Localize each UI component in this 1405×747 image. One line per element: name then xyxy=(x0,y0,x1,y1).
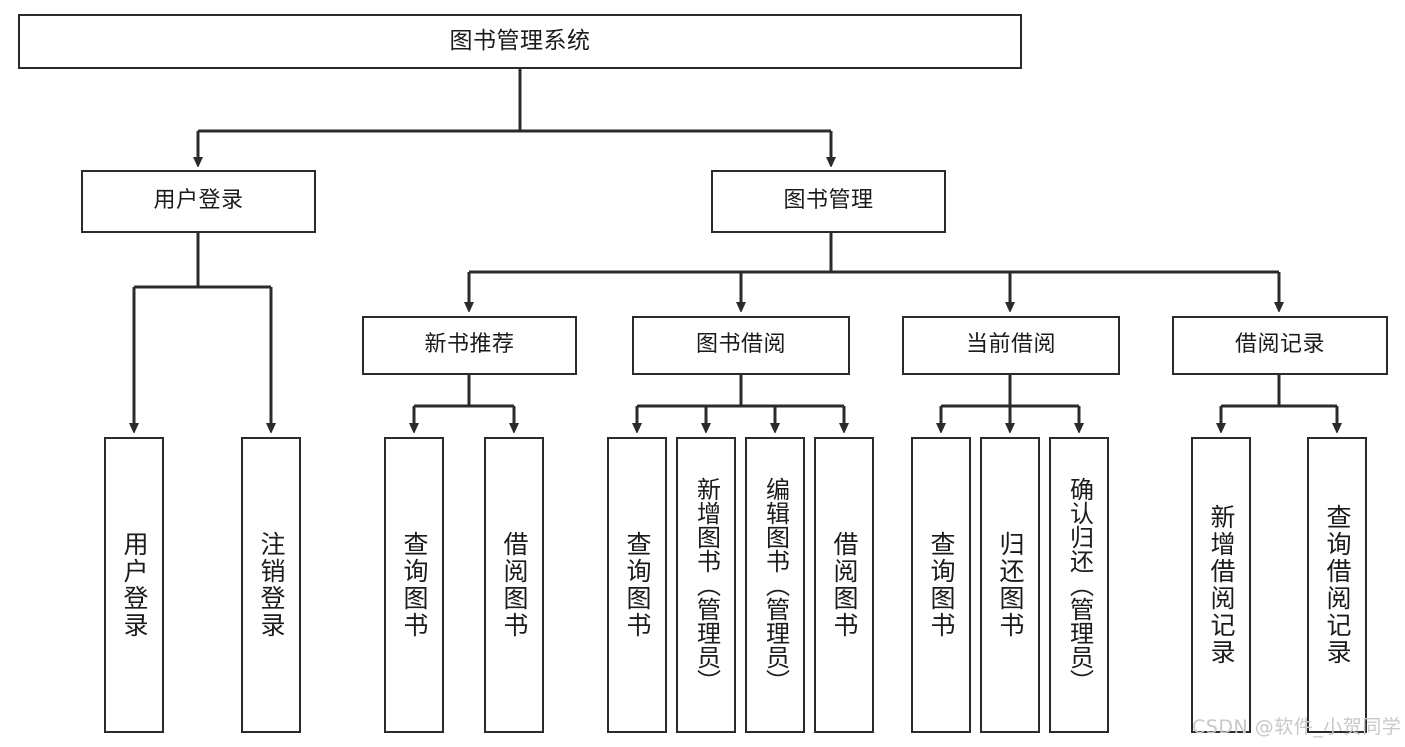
node-book-borrow[interactable]: 图书借阅 xyxy=(632,316,850,375)
node-label: 确认归还（管理员） xyxy=(1065,477,1094,693)
node-label: 图书管理 xyxy=(783,188,874,214)
node-new-book-recommend[interactable]: 新书推荐 xyxy=(362,316,577,375)
node-root-system[interactable]: 图书管理系统 xyxy=(18,14,1022,69)
csdn-watermark: CSDN @软件_小贺同学 xyxy=(1192,716,1402,738)
node-label: 查询图书 xyxy=(400,531,429,639)
node-label: 借阅图书 xyxy=(500,531,529,639)
node-leaf-query-book-current[interactable]: 查询图书 xyxy=(911,437,971,733)
node-label: 借阅记录 xyxy=(1234,332,1325,358)
node-leaf-add-borrow-record[interactable]: 新增借阅记录 xyxy=(1191,437,1251,733)
node-current-borrow[interactable]: 当前借阅 xyxy=(902,316,1120,375)
node-leaf-query-book-recommend[interactable]: 查询图书 xyxy=(384,437,444,733)
node-leaf-return-book[interactable]: 归还图书 xyxy=(980,437,1040,733)
node-label: 当前借阅 xyxy=(965,332,1056,358)
node-borrow-record[interactable]: 借阅记录 xyxy=(1172,316,1388,375)
node-leaf-borrow-book-recommend[interactable]: 借阅图书 xyxy=(484,437,544,733)
node-label: 新书推荐 xyxy=(424,332,515,358)
node-label: 用户登录 xyxy=(120,531,149,639)
node-leaf-add-book-admin[interactable]: 新增图书（管理员） xyxy=(676,437,736,733)
node-label: 借阅图书 xyxy=(830,531,859,639)
node-leaf-user-logout[interactable]: 注销登录 xyxy=(241,437,301,733)
node-book-management[interactable]: 图书管理 xyxy=(711,170,946,233)
node-label: 新增借阅记录 xyxy=(1207,504,1236,666)
node-label: 查询图书 xyxy=(927,531,956,639)
node-label: 查询图书 xyxy=(623,531,652,639)
node-label: 新增图书（管理员） xyxy=(692,477,721,693)
node-leaf-user-login[interactable]: 用户登录 xyxy=(104,437,164,733)
node-leaf-query-borrow-record[interactable]: 查询借阅记录 xyxy=(1307,437,1367,733)
node-label: 图书管理系统 xyxy=(449,27,591,54)
node-label: 用户登录 xyxy=(153,188,244,214)
node-leaf-query-book-borrow[interactable]: 查询图书 xyxy=(607,437,667,733)
node-label: 编辑图书（管理员） xyxy=(761,477,790,693)
node-label: 归还图书 xyxy=(996,531,1025,639)
node-leaf-confirm-return-admin[interactable]: 确认归还（管理员） xyxy=(1049,437,1109,733)
node-leaf-edit-book-admin[interactable]: 编辑图书（管理员） xyxy=(745,437,805,733)
node-label: 注销登录 xyxy=(257,531,286,639)
node-leaf-borrow-book[interactable]: 借阅图书 xyxy=(814,437,874,733)
node-label: 查询借阅记录 xyxy=(1323,504,1352,666)
node-user-login[interactable]: 用户登录 xyxy=(81,170,316,233)
node-label: 图书借阅 xyxy=(695,332,786,358)
